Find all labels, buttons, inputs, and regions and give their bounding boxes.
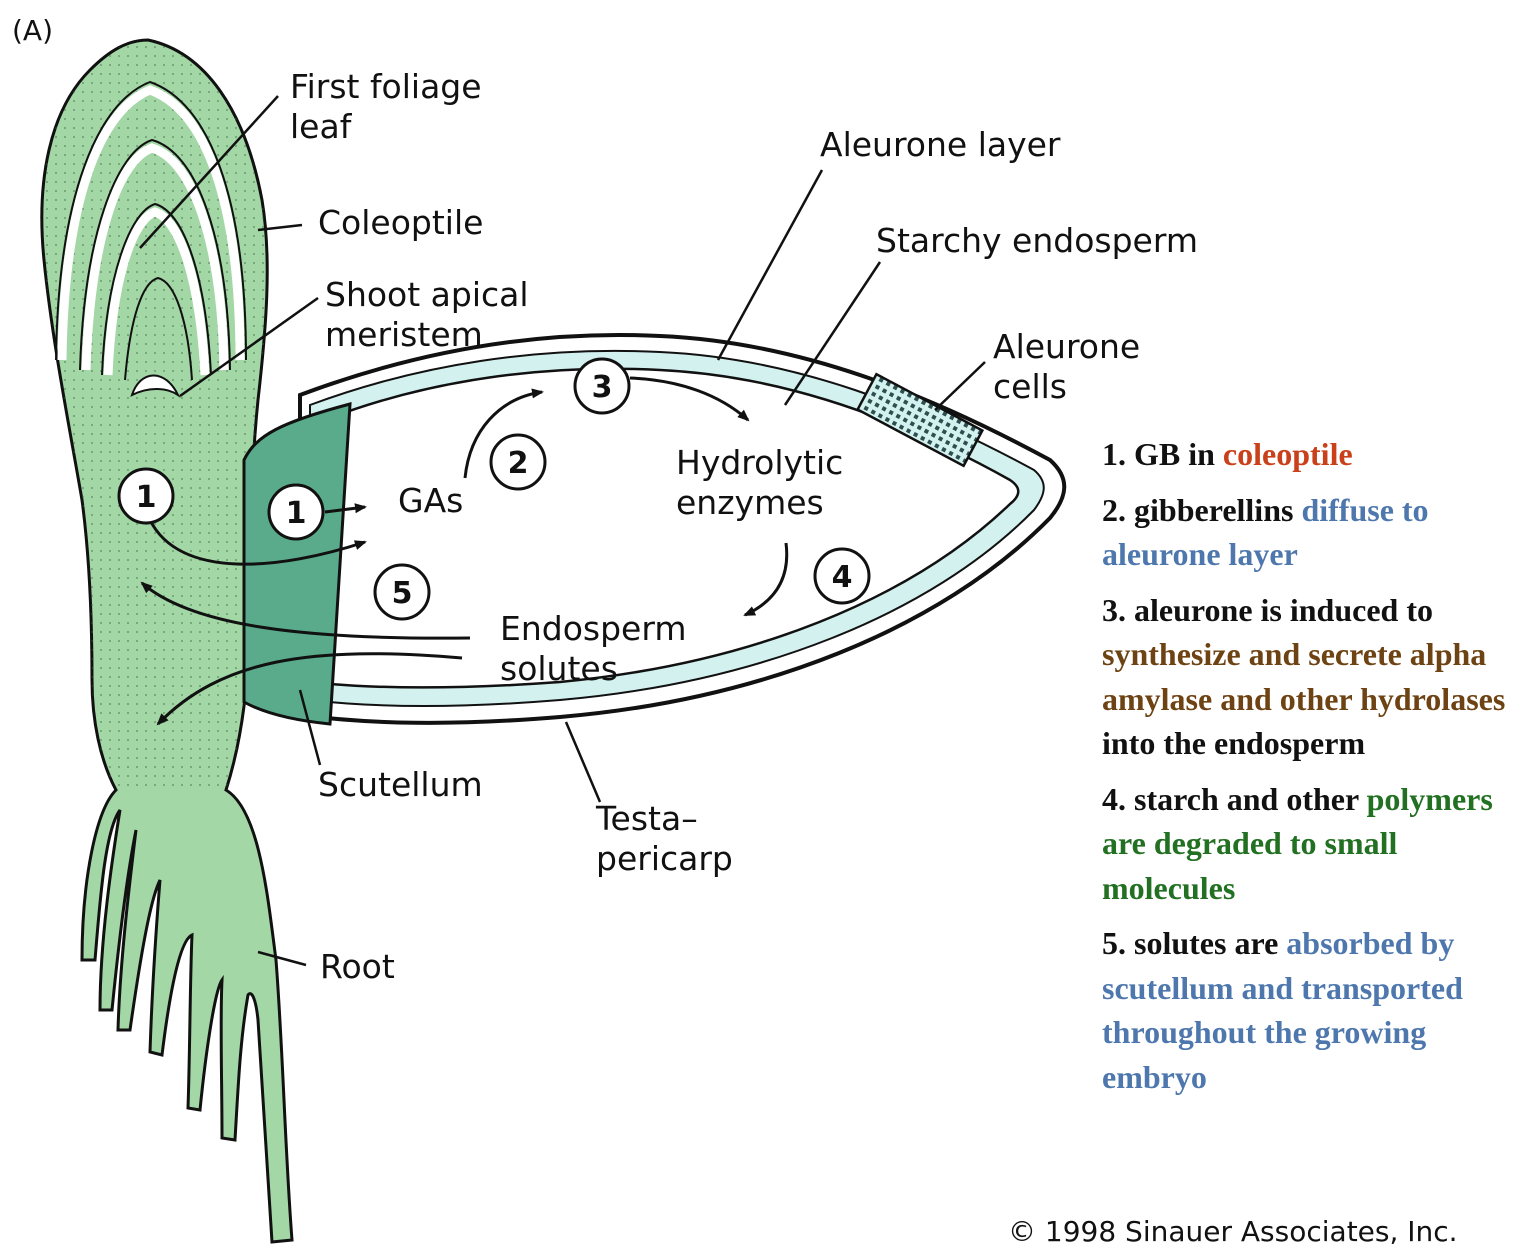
label-endosperm-solutes-line2: solutes [500,649,618,688]
label-hydrolytic-enzymes-line1: Hydrolytic [676,443,843,482]
label-hydrolytic-enzymes-line2: enzymes [676,483,824,522]
label-root: Root [320,947,395,986]
step-marker-1-embryo: 1 [119,469,173,523]
label-shoot-apical-meristem-line2: meristem [325,315,483,354]
label-gas: GAs [398,481,463,520]
svg-text:4: 4 [832,560,853,595]
copyright-credit: © 1998 Sinauer Associates, Inc. [1008,1215,1458,1245]
label-aleurone-cells-line1: Aleurone [993,327,1140,366]
step-marker-4: 4 [815,549,869,603]
note-step-5: 5. solutes are absorbed by scutellum and… [1102,921,1527,1099]
svg-text:3: 3 [592,370,613,405]
embryo [42,40,350,1242]
note-step-4: 4. starch and other polymers are degrade… [1102,777,1527,911]
note-step-4-part-1: 4. starch and other [1102,781,1367,817]
label-scutellum: Scutellum [318,765,483,804]
label-first-foliage-leaf-line1: First foliage [290,67,482,106]
seed [300,335,1064,723]
panel-label: (A) [12,14,53,47]
step-marker-3: 3 [575,359,629,413]
svg-text:5: 5 [392,576,413,611]
step-marker-5: 5 [375,565,429,619]
label-starchy-endosperm: Starchy endosperm [876,221,1198,260]
label-coleoptile: Coleoptile [318,203,483,242]
label-shoot-apical-meristem-line1: Shoot apical [325,275,529,314]
label-first-foliage-leaf-line2: leaf [290,107,353,146]
note-step-5-part-1: 5. solutes are [1102,925,1286,961]
note-step-1-part-1: 1. GB in [1102,436,1223,472]
note-step-3-part-2: synthesize and secrete alpha amylase and… [1102,636,1505,717]
label-aleurone-cells-line2: cells [993,367,1067,406]
label-testa-pericarp-line1: Testa– [595,799,698,838]
svg-text:1: 1 [136,480,157,515]
note-step-3-part-1: 3. aleurone is induced to [1102,592,1433,628]
note-step-1-part-2: coleoptile [1223,436,1353,472]
label-endosperm-solutes-line1: Endosperm [500,609,686,648]
note-step-3: 3. aleurone is induced to synthesize and… [1102,588,1527,766]
step-marker-2: 2 [491,435,545,489]
process-steps-notes: 1. GB in coleoptile 2. gibberellins diff… [1102,432,1527,1110]
note-step-3-part-3: into the endosperm [1102,725,1365,761]
svg-text:1: 1 [286,496,307,531]
label-aleurone-layer: Aleurone layer [820,125,1061,164]
note-step-1: 1. GB in coleoptile [1102,432,1527,477]
note-step-2: 2. gibberellins diffuse to aleurone laye… [1102,488,1527,577]
note-step-2-part-1: 2. gibberellins [1102,492,1301,528]
svg-text:2: 2 [508,446,529,481]
label-testa-pericarp-line2: pericarp [596,839,733,878]
step-marker-1-scutellum: 1 [269,485,323,539]
